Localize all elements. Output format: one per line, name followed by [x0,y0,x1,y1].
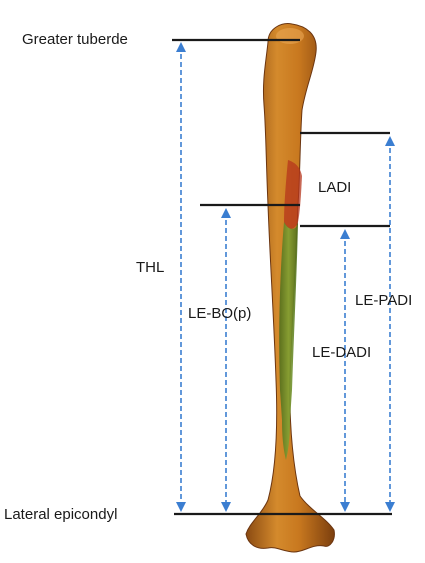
le-bo-dimension [221,208,231,512]
ladi-label: LADI [318,179,351,196]
humerus-bone [246,24,334,552]
le-padi-label: LE-PADI [355,292,412,309]
thl-label: THL [136,259,164,276]
lateral-epicondyl-label: Lateral epicondyl [4,506,117,523]
humeral-head-highlight [276,28,304,44]
le-dadi-label: LE-DADI [312,344,371,361]
le-padi-dimension [385,136,395,512]
le-dadi-dimension [340,229,350,512]
shaft-highlight-green [279,222,298,460]
greater-tubercle-label: Greater tuberde [22,31,128,48]
le-bo-label: LE-BO(p) [188,305,251,322]
thl-dimension [176,42,186,512]
